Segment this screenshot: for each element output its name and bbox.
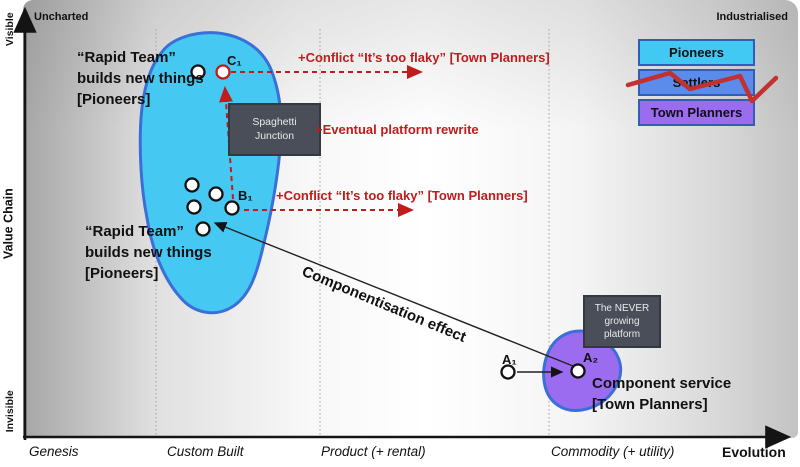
node-a2 [570,363,586,379]
stage-product: Product (+ rental) [321,444,426,459]
node-c1-label: C₁ [227,53,242,68]
never-growing-platform-box: The NEVER growing platform [583,295,661,348]
node-cluster-1 [184,177,200,193]
uncharted-label: Uncharted [34,11,89,23]
stage-custom-built: Custom Built [167,444,244,459]
node-pioneer-top [190,64,206,80]
componentisation-arrow [213,221,574,367]
industrialised-label: Industrialised [716,11,788,23]
node-b1 [224,200,240,216]
legend-item-pioneers: Pioneers [638,39,755,66]
x-axis-title: Evolution [722,444,786,460]
stage-commodity: Commodity (+ utility) [551,444,675,459]
rapid-team-bottom-label: “Rapid Team” builds new things [Pioneers… [85,223,212,282]
node-cluster-4 [195,221,211,237]
legend-item-town-planners: Town Planners [638,99,755,126]
y-axis-invisible-label: Invisible [3,390,16,433]
legend: Pioneers Settlers Town Planners [638,39,755,129]
pioneers-blob [138,31,283,315]
node-a2-label: A₂ [583,350,599,365]
eventual-rewrite-annotation: +Eventual platform rewrite [315,122,479,137]
node-a1 [500,364,516,380]
legend-pioneers-label: Pioneers [669,45,724,60]
y-axis-visible-label: Visible [3,12,16,47]
node-c1 [215,64,231,80]
node-cluster-2 [208,186,224,202]
node-a1-label: A₁ [502,352,517,367]
node-cluster-3 [186,199,202,215]
settlers-strikeout-zigzag [625,70,779,104]
stage-genesis: Genesis [29,444,79,459]
legend-town-planners-label: Town Planners [650,105,743,120]
node-b1-label: B₁ [238,188,253,203]
spaghetti-junction-box: Spaghetti Junction [228,103,321,156]
y-axis-title: Value Chain [1,188,16,260]
component-service-label: Component service [Town Planners] [592,375,732,413]
rapid-team-top-label: “Rapid Team” builds new things [Pioneers… [77,49,204,108]
conflict-annotation-bottom: +Conflict “It’s too flaky” [Town Planner… [276,188,528,203]
conflict-annotation-top: +Conflict “It’s too flaky” [Town Planner… [298,50,550,65]
